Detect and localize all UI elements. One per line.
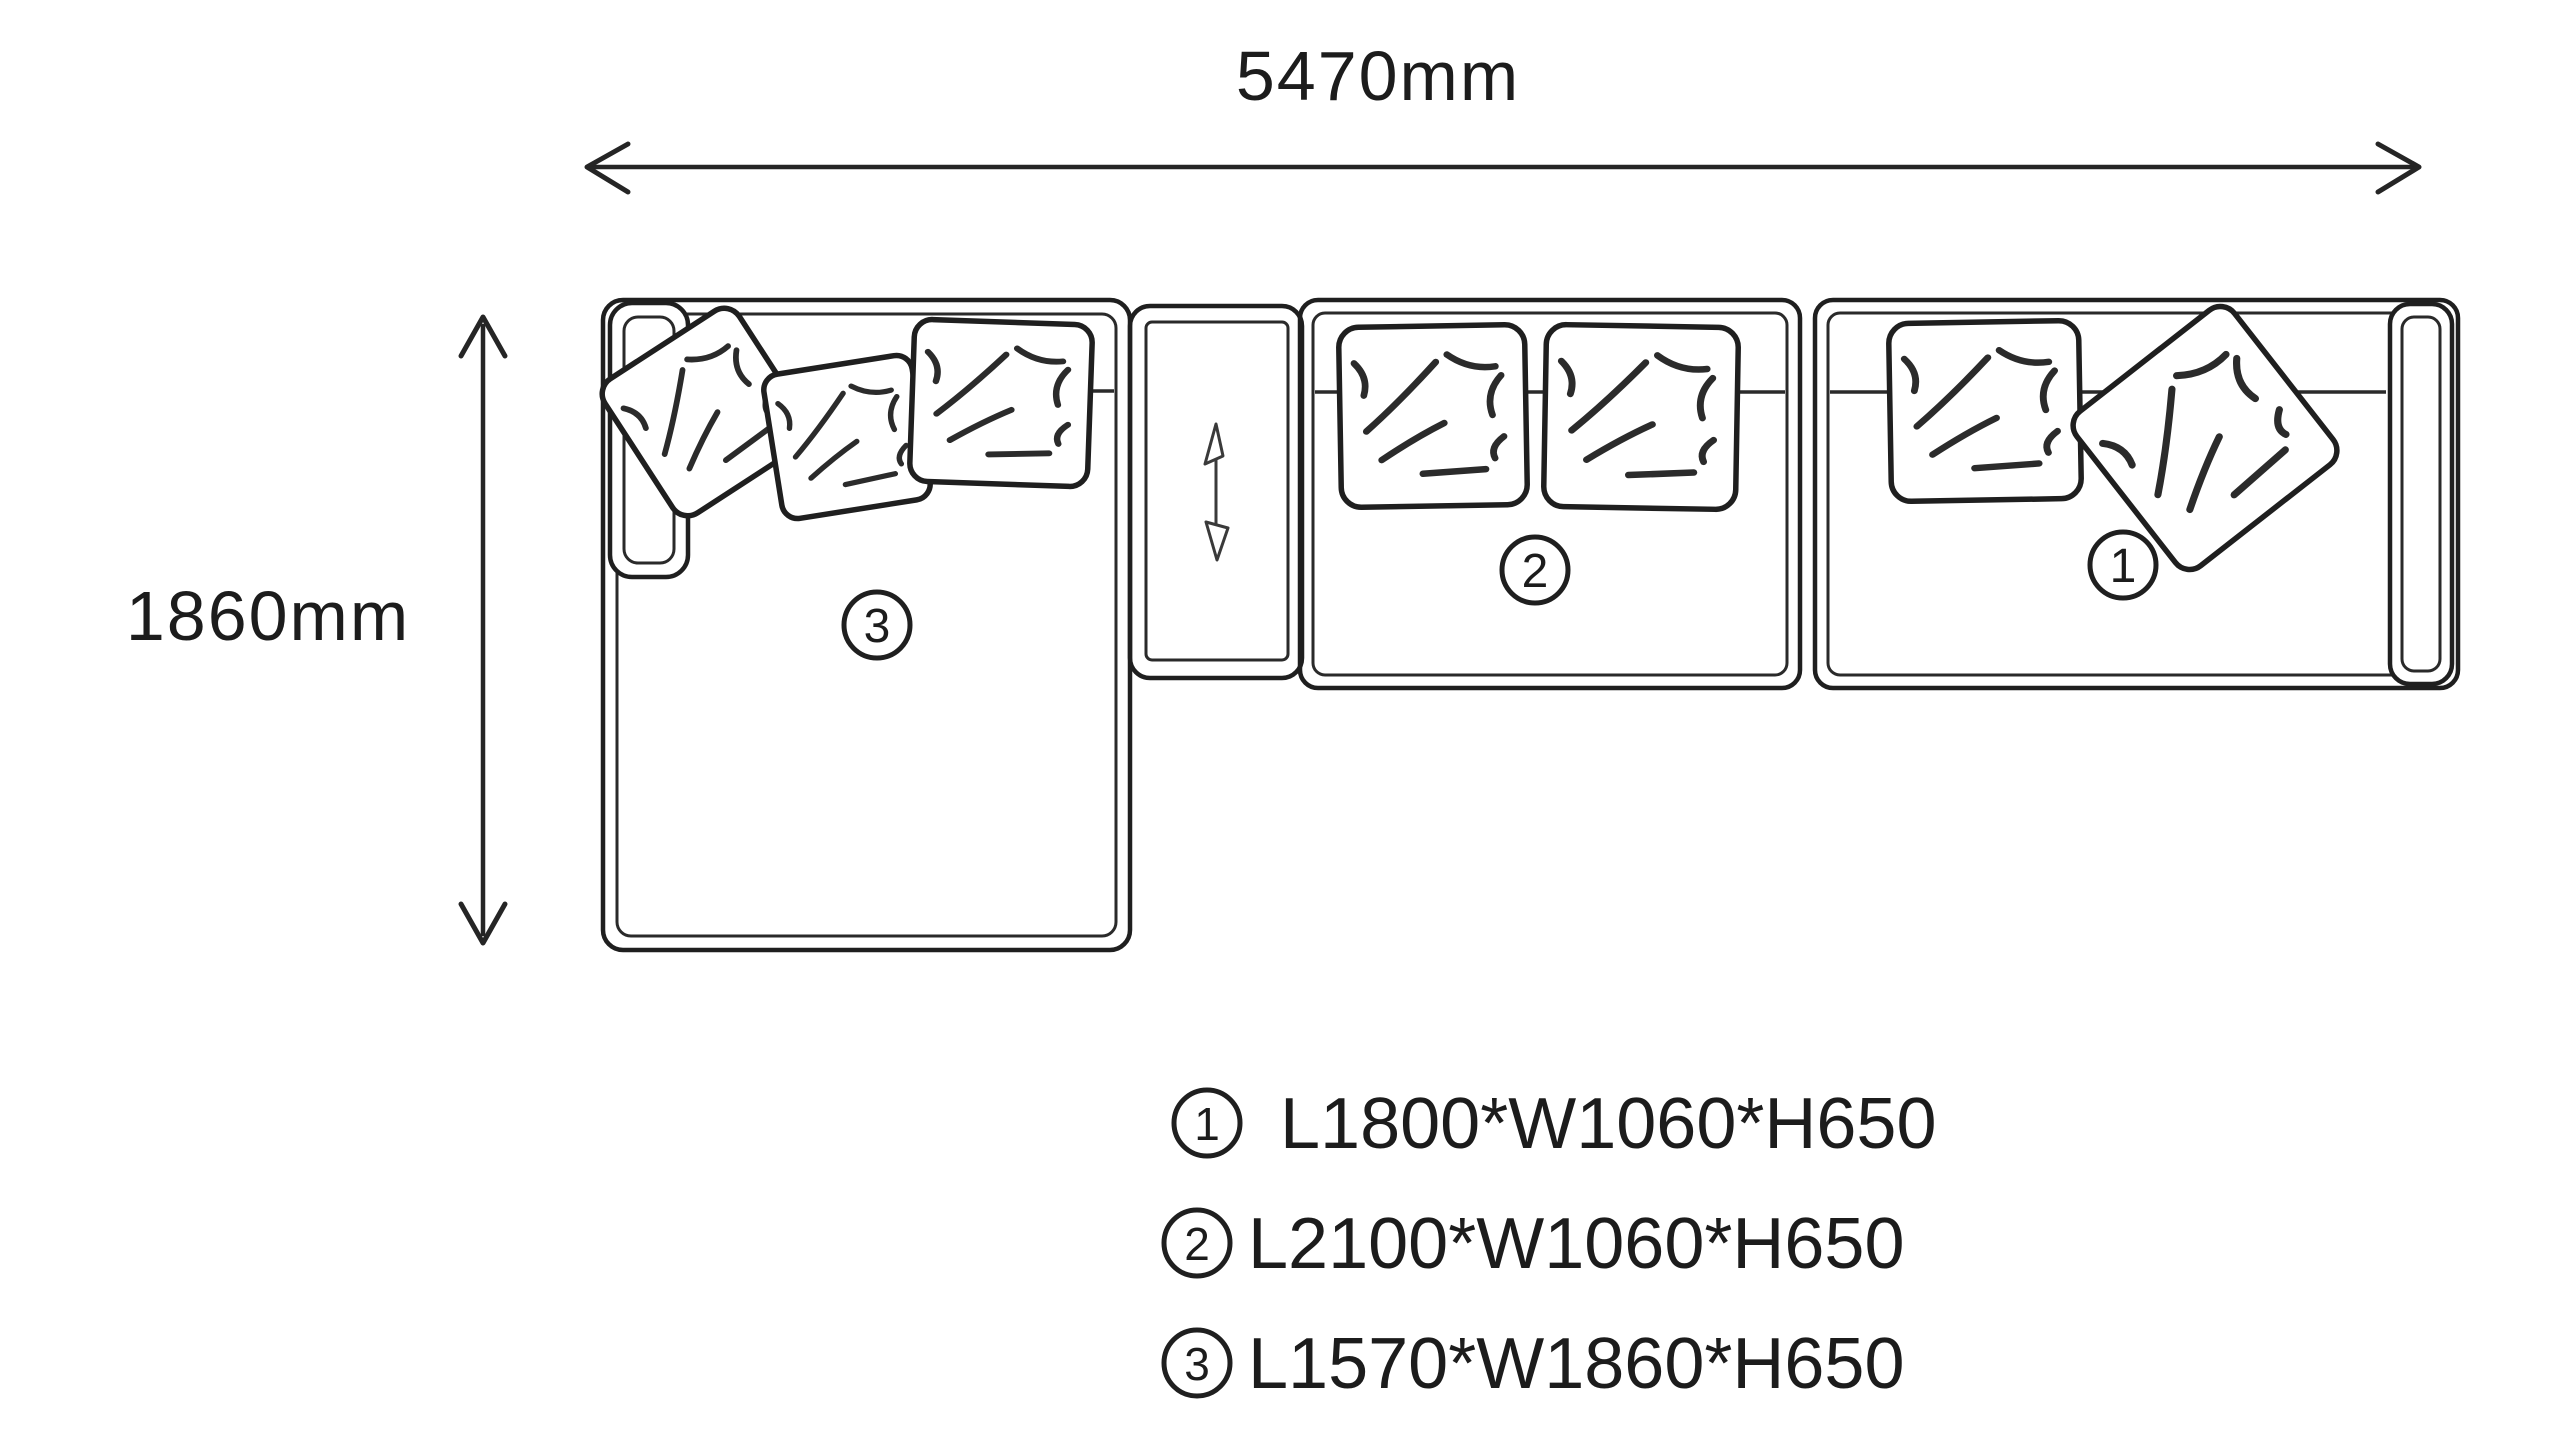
right-armrest [2387,301,2455,687]
section-3-marker-number: 3 [864,600,891,653]
width-dimension-label: 5470mm [1236,37,1520,115]
pillow [2070,303,2340,573]
legend-2-size: L2100*W1060*H650 [1248,1204,1905,1284]
legend-2-number: 2 [1184,1218,1210,1270]
section-2-marker-circle [1499,534,1571,606]
legend-1-number: 1 [1194,1098,1220,1150]
width-arrow-left-head [584,141,631,195]
slide-arrow-down-head [1204,520,1230,562]
section-3-marker-circle [841,589,913,661]
section-3-chaise: 3 [599,297,1133,953]
pillow [761,352,933,522]
legend-2-circle [1161,1207,1233,1279]
section-2-marker: 2 [1499,534,1571,606]
depth-dimension-arrow [458,314,508,946]
section-1-marker: 1 [2087,529,2159,601]
legend-3-number: 3 [1184,1338,1210,1390]
legend-1-circle [1171,1087,1243,1159]
pillow [599,305,813,519]
pillow [1886,317,2084,505]
slide-arrow-up-head [1203,422,1225,466]
legend-item-2: 2 L2100*W1060*H650 [1161,1204,1905,1284]
console-panel [1127,303,1305,681]
right-armrest-inner [2400,315,2442,673]
chaise-inner-frame [615,312,1118,938]
section-1-marker-circle [2087,529,2159,601]
width-dimension-arrow [584,141,2422,195]
section-2-outer-frame [1297,297,1803,691]
legend-1-size: L1800*W1060*H650 [1280,1084,1937,1164]
console-inner-frame [1144,320,1290,662]
width-arrow-right-head [2375,141,2422,195]
depth-dimension-label: 1860mm [126,577,410,655]
section-2-inner-frame [1311,311,1789,677]
pillow [1336,321,1530,511]
pillow [907,316,1095,490]
legend-3-circle [1161,1327,1233,1399]
section-2-seat: 2 [1297,297,1803,691]
slide-direction-arrow [1203,422,1230,562]
depth-arrow-bottom-head [458,901,508,946]
section-2-marker-number: 2 [1522,545,1549,598]
depth-arrow-top-head [458,314,508,359]
section-1-marker-number: 1 [2110,540,2137,593]
legend-item-1: 1 L1800*W1060*H650 [1171,1084,1937,1164]
legend-3-size: L1570*W1860*H650 [1248,1324,1905,1404]
section-1-outer-frame [1812,297,2461,691]
section-1-seat: 1 [1812,297,2461,691]
section-3-marker: 3 [841,589,913,661]
pillow [1541,321,1741,513]
legend: 1 L1800*W1060*H650 2 L2100*W1060*H650 3 … [1161,1084,1937,1404]
legend-item-3: 3 L1570*W1860*H650 [1161,1324,1905,1404]
